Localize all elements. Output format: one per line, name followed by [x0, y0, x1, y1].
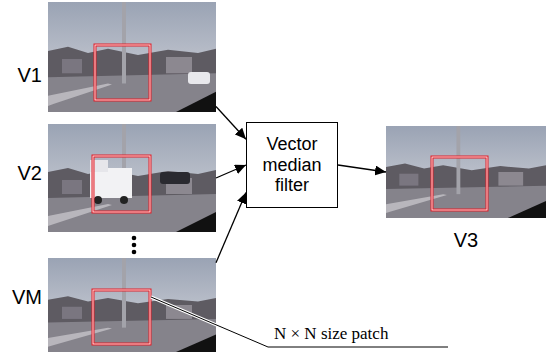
frame-image: V2: [48, 124, 216, 232]
frame-image: [386, 126, 546, 218]
arrow-connector: [338, 165, 386, 172]
patch-square-inner: [93, 156, 150, 212]
wheel: [120, 196, 128, 204]
patch-square: [95, 45, 150, 100]
leader-halo: [151, 297, 448, 347]
ellipsis-dots: [132, 236, 137, 255]
box-label: Vector median filter: [252, 134, 332, 196]
patch-square-inner: [432, 157, 487, 210]
patch-square: [432, 157, 487, 210]
frame-label: V1: [18, 63, 42, 87]
frame-image: VM: [48, 258, 216, 352]
dot: [132, 236, 137, 241]
frame-label: V2: [18, 161, 42, 185]
dot: [132, 243, 137, 248]
leader-line: [151, 297, 448, 347]
frame-label: V3: [386, 228, 546, 252]
patch-square-inner: [95, 45, 150, 100]
patch-square: [93, 290, 150, 344]
truck: [90, 168, 132, 198]
callout-label: N × N size patch: [272, 324, 390, 344]
frame-image: V3: [386, 126, 546, 218]
patch-markers: [93, 45, 487, 344]
car: [188, 72, 210, 84]
arrow-connector: [216, 193, 246, 263]
dot: [132, 250, 137, 255]
frame-label: VM: [12, 285, 42, 309]
process-box: Vector median filter: [246, 122, 338, 208]
frame-image: [48, 258, 216, 352]
frame-image: [48, 124, 216, 232]
wheel: [94, 196, 102, 204]
arrow-connector: [216, 165, 246, 178]
patch-square-inner: [93, 290, 150, 344]
arrow-connector: [216, 107, 246, 140]
car: [160, 172, 190, 184]
frame-image: [48, 2, 216, 112]
patch-square: [93, 156, 150, 212]
frame-image: V1: [48, 2, 216, 112]
